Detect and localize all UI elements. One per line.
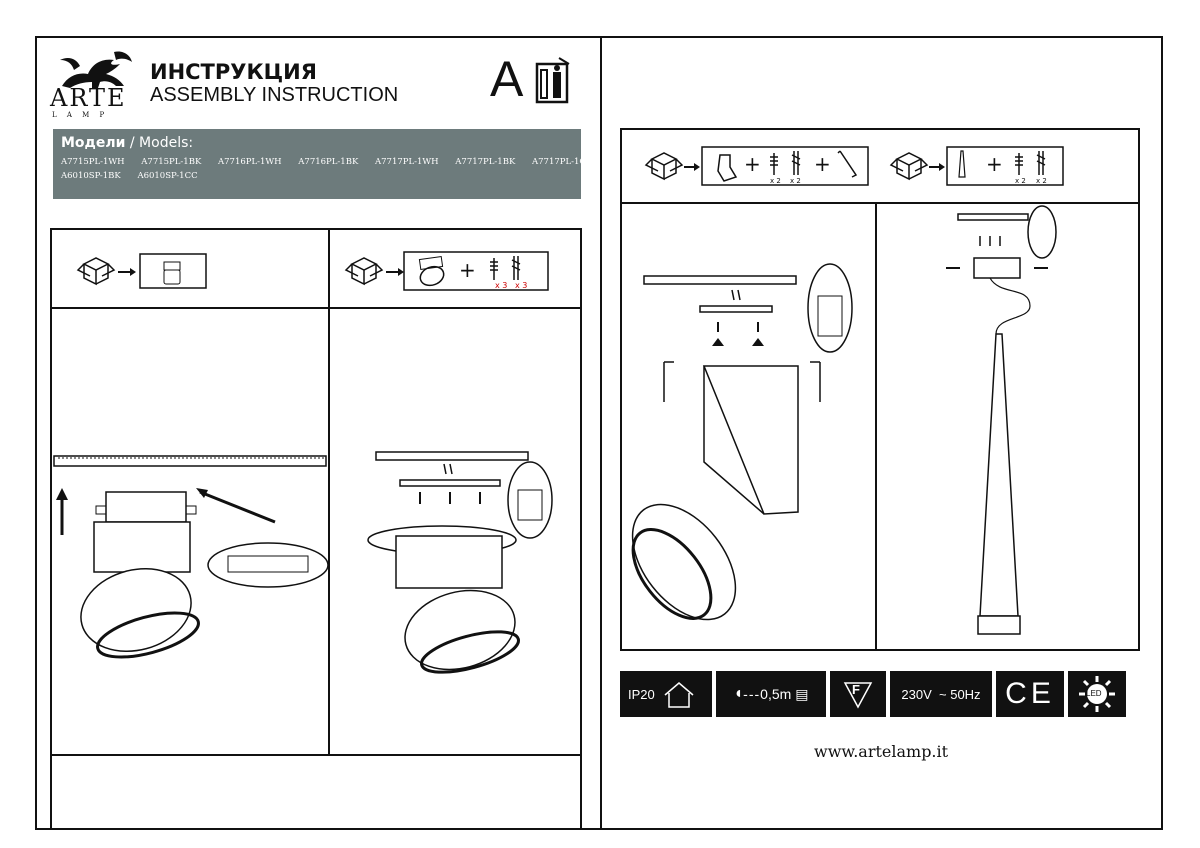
ceiling-spot-drawing [631, 263, 853, 621]
step2-header [344, 250, 549, 298]
right-grid-divider-v [875, 202, 877, 651]
models-separator: / [125, 135, 140, 151]
model-code: A6010SP-1BK [61, 171, 121, 181]
ip-rating-label: IP20 [628, 686, 655, 702]
voltage-label: 230V ~ 50Hz [901, 686, 981, 702]
title-en: ASSEMBLY INSTRUCTION [150, 84, 399, 106]
right-steps-box [620, 128, 1140, 651]
step3-plugs-qty: x 2 [790, 177, 801, 185]
models-row-2: A6010SP-1BK A6010SP-1CC [61, 171, 212, 181]
model-code: A6010SP-1CC [137, 171, 198, 181]
step3-header [644, 145, 878, 193]
f-mark-label: F [852, 682, 860, 697]
ce-mark-label: CE [1005, 677, 1055, 710]
step2-screws-qty: x 3 [495, 281, 508, 290]
indoor-house-icon [664, 682, 694, 708]
left-grid-divider-h1 [50, 307, 582, 309]
brand-sub: L A M P [52, 111, 109, 119]
model-code: A7715PL-1BK [141, 157, 202, 167]
info-book-icon [535, 56, 571, 110]
brand-name: ARTE [50, 84, 127, 112]
models-row-1: A7715PL-1WH A7715PL-1BK A7716PL-1WH A771… [61, 157, 606, 167]
led-sun-icon [1079, 676, 1115, 712]
box-open-icon [76, 257, 116, 286]
step3-screws-qty: x 2 [770, 177, 781, 185]
step2-plugs-qty: x 3 [515, 281, 528, 290]
led-symbol: LED [1068, 671, 1126, 717]
model-code: A7717PL-1WH [375, 157, 439, 167]
ip-rating-symbol: IP20 [620, 671, 712, 717]
website: www.artelamp.it [814, 742, 949, 761]
step1-header [76, 250, 220, 294]
step4-plugs-qty: x 2 [1036, 177, 1047, 185]
right-grid-divider-h [620, 202, 1140, 204]
distance-symbol: ◖---0,5m ▤ [716, 671, 826, 717]
step3-plus-1: + [744, 152, 761, 176]
step3-plus-2: + [814, 152, 831, 176]
voltage-symbol: 230V ~ 50Hz [890, 671, 992, 717]
left-steps-box [50, 228, 582, 830]
step4-plus: + [986, 152, 1003, 176]
title-ru: ИНСТРУКЦИЯ [150, 60, 317, 84]
step2-plus: + [459, 258, 476, 282]
griffin-icon [60, 51, 132, 88]
left-grid-divider-v [328, 228, 330, 754]
version-letter: A [490, 51, 524, 107]
models-label-en: Models: [139, 135, 194, 151]
led-label: LED [1086, 689, 1102, 698]
model-code: A7715PL-1WH [61, 157, 125, 167]
track-mount-drawing [53, 455, 329, 659]
step4-header [889, 145, 1073, 193]
left-grid-divider-h2 [50, 754, 582, 756]
model-code: A7716PL-1WH [218, 157, 282, 167]
f-mark-symbol: F [830, 671, 886, 717]
right-page-frame [600, 36, 1163, 830]
model-code: A7716PL-1BK [298, 157, 359, 167]
pendant-drawing [946, 205, 1057, 635]
surface-mount-drawing [367, 451, 553, 674]
model-code: A7717PL-1GY [532, 157, 592, 167]
brand-logo: ARTE L A M P [50, 46, 140, 122]
models-label-ru: Модели [61, 135, 126, 151]
model-code: A7717PL-1BK [455, 157, 516, 167]
ce-mark-symbol: CE [996, 671, 1064, 717]
f-mark-icon [843, 682, 873, 709]
step4-screws-qty: x 2 [1015, 177, 1026, 185]
distance-label: 0,5m [760, 686, 792, 702]
models-banner: Модели / Models: A7715PL-1WH A7715PL-1BK… [53, 129, 592, 199]
